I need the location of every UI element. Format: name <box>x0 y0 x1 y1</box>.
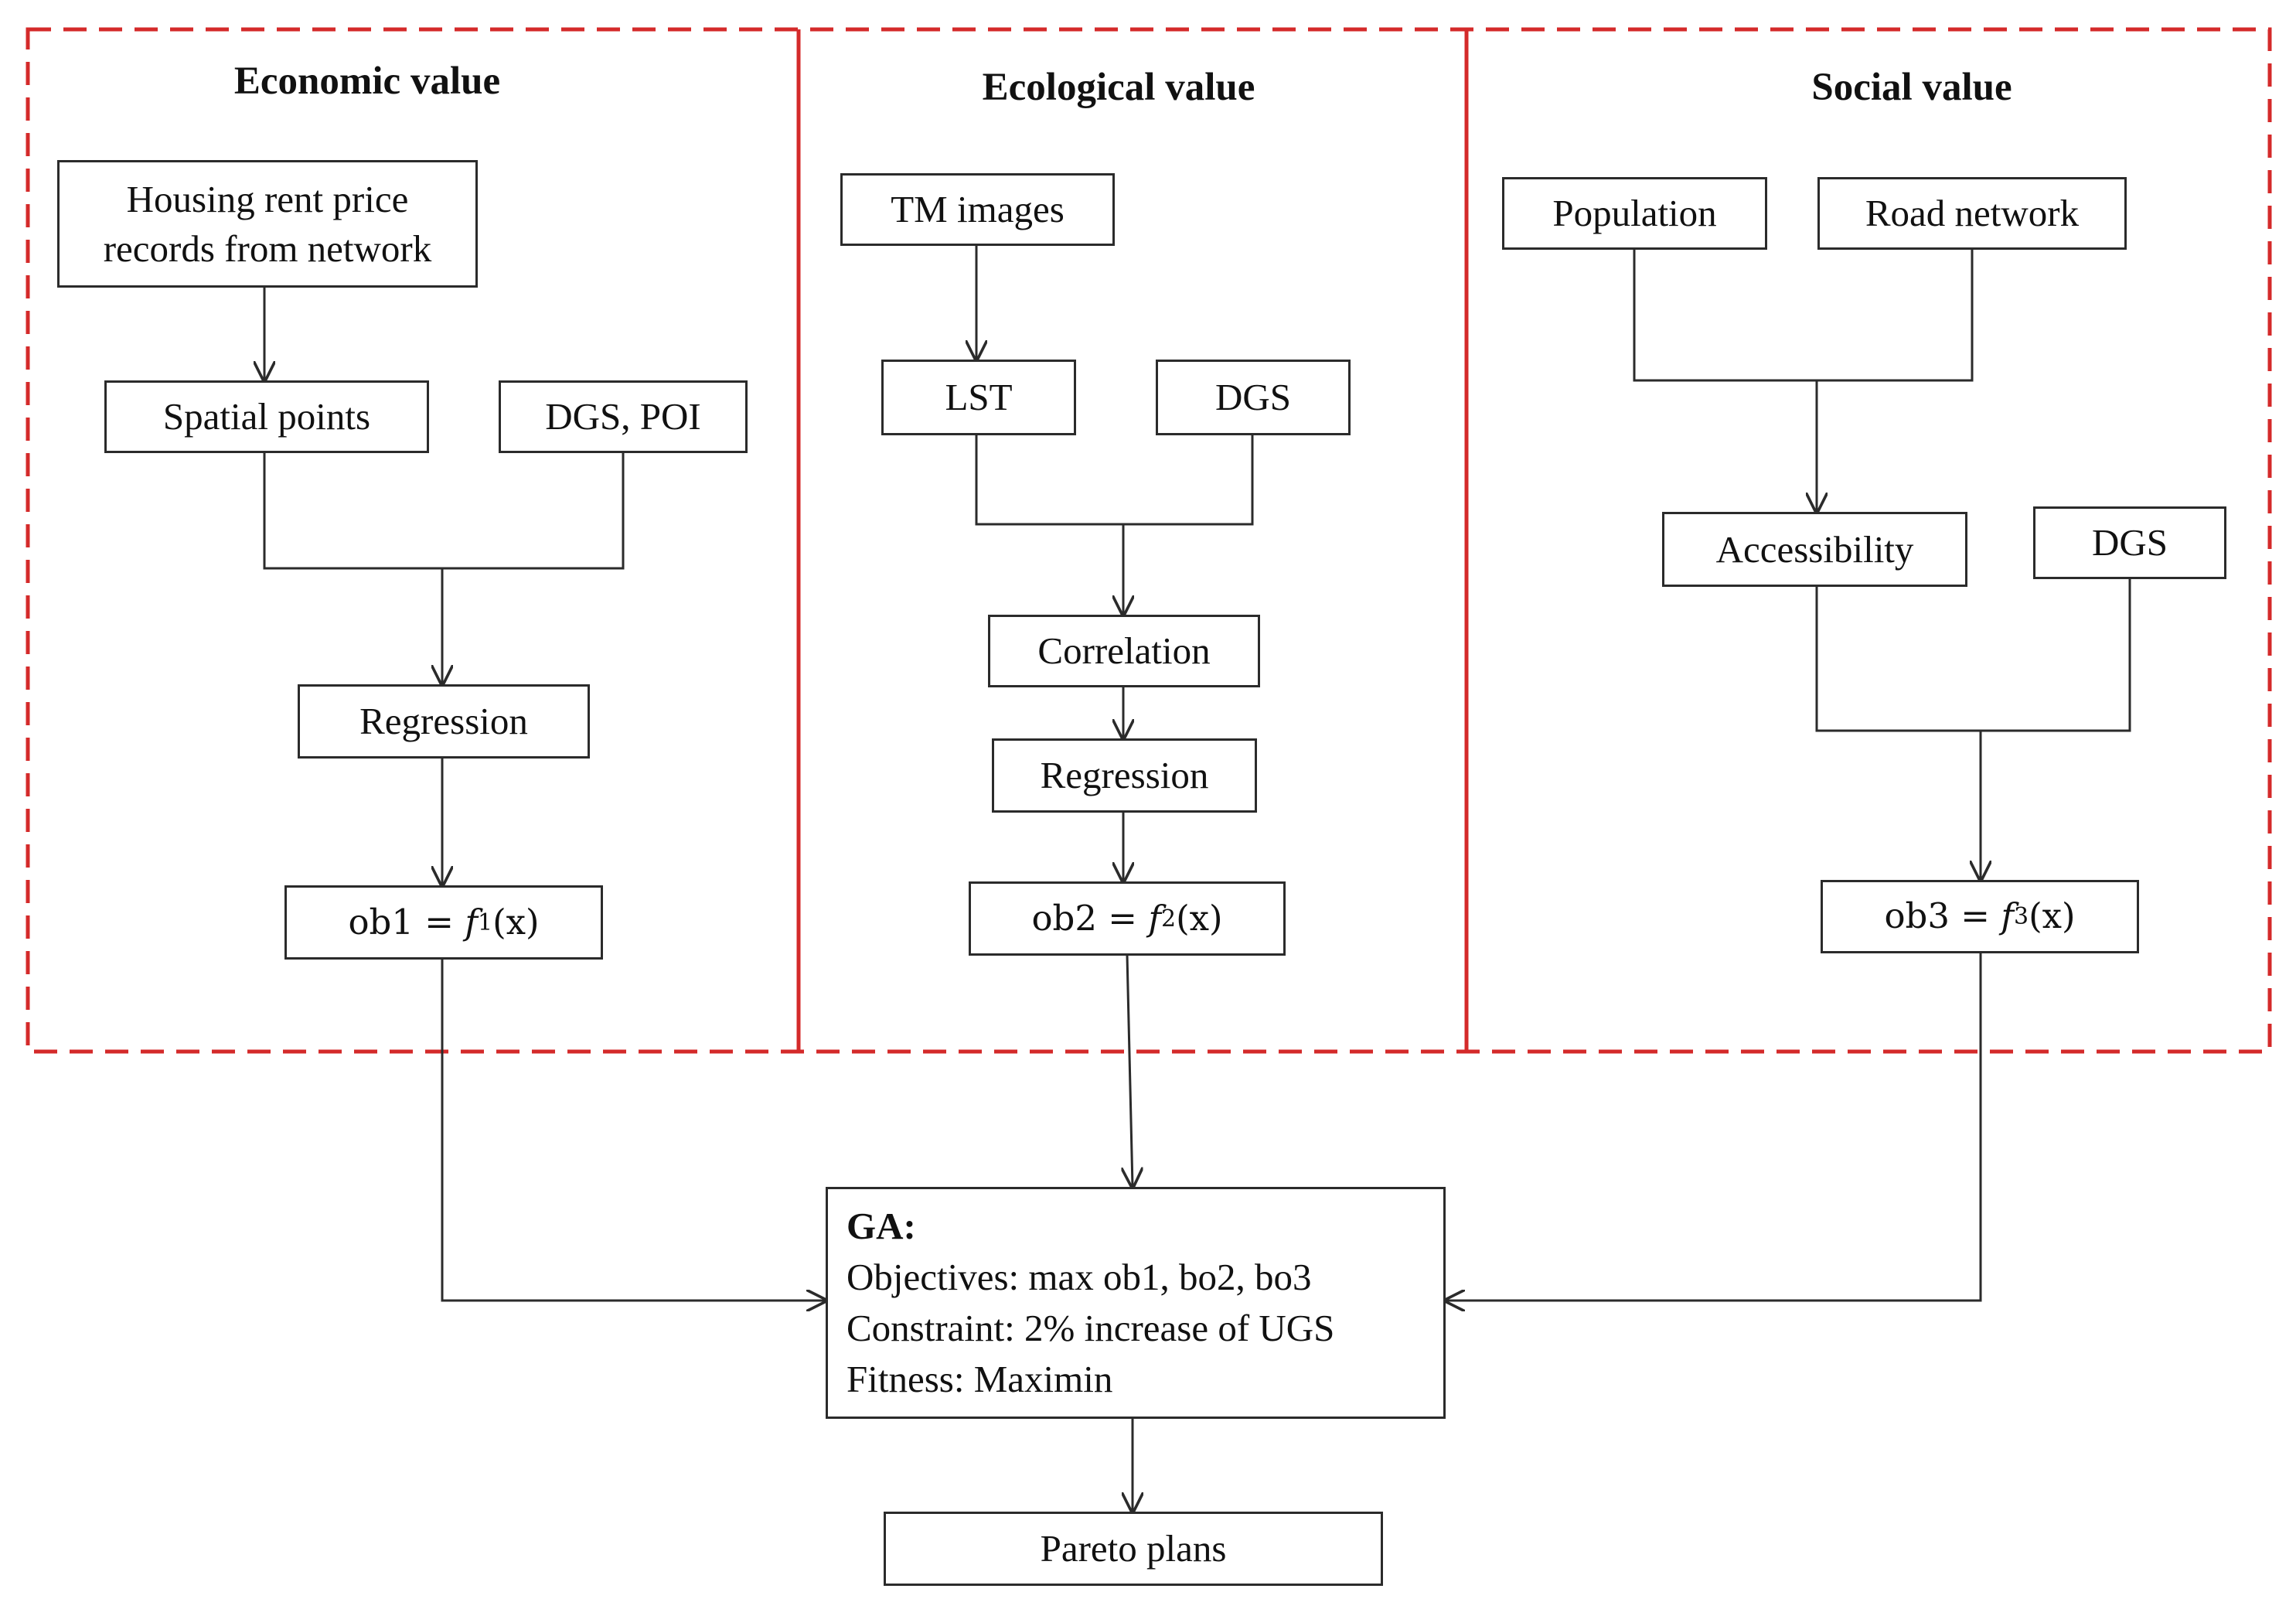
ga-objectives: Objectives: max ob1, bo2, bo3 <box>847 1255 1312 1298</box>
ob1-lhs: ob1 <box>348 901 414 943</box>
outer-dashed-frame <box>26 27 2272 1054</box>
join-spatial-dgs-poi <box>263 452 625 570</box>
ob2-subscript: 2 <box>1160 905 1177 932</box>
node-road-network: Road network <box>1817 177 2127 250</box>
node-correlation: Correlation <box>988 615 1260 687</box>
ob2-arg: (x) <box>1176 897 1223 939</box>
ga-fitness: Fitness: Maximin <box>847 1358 1113 1401</box>
ob3-lhs: ob3 <box>1884 895 1950 937</box>
housing-line-1: Housing rent price <box>126 177 409 220</box>
ob3-subscript: 3 <box>2013 903 2029 930</box>
node-genetic-algorithm: GA: Objectives: max ob1, bo2, bo3 Constr… <box>826 1187 1446 1419</box>
ob2-eq: = <box>1108 897 1137 939</box>
ob3-eq: = <box>1960 895 1990 937</box>
ob2-function: f <box>1148 897 1161 939</box>
node-population: Population <box>1502 177 1767 250</box>
arrow-ob1-to-ga <box>441 959 826 1301</box>
node-housing-rent-records: Housing rent price records from network <box>57 160 478 288</box>
join-accessibility-dgs <box>1815 578 2131 732</box>
arrow-ob3-to-ga <box>1446 953 1982 1301</box>
heading-economic: Economic value <box>233 60 501 103</box>
node-pareto-plans: Pareto plans <box>884 1512 1383 1586</box>
heading-social: Social value <box>1811 66 2012 109</box>
housing-line-2: records from network <box>103 227 432 270</box>
ga-title: GA: <box>847 1204 916 1247</box>
node-spatial-points: Spatial points <box>104 380 429 453</box>
node-economic-regression: Regression <box>298 684 590 759</box>
node-dgs-poi: DGS, POI <box>499 380 748 453</box>
heading-ecological: Ecological value <box>982 66 1255 109</box>
ob3-function: f <box>2001 895 2014 937</box>
node-ecological-dgs: DGS <box>1156 360 1351 435</box>
node-social-dgs: DGS <box>2033 506 2226 579</box>
node-tm-images: TM images <box>840 173 1115 246</box>
node-ecological-regression: Regression <box>992 738 1257 813</box>
ob1-eq: = <box>424 901 454 943</box>
node-lst: LST <box>881 360 1076 435</box>
ob1-subscript: 1 <box>477 909 493 936</box>
ob3-arg: (x) <box>2029 895 2076 937</box>
ob2-lhs: ob2 <box>1031 897 1097 939</box>
join-lst-dgs <box>975 435 1254 526</box>
ob1-function: f <box>465 901 478 943</box>
arrow-ob2-to-ga <box>1127 954 1133 1187</box>
ga-constraint: Constraint: 2% increase of UGS <box>847 1307 1335 1349</box>
node-accessibility: Accessibility <box>1662 512 1967 587</box>
join-population-road <box>1633 249 1974 382</box>
ob1-arg: (x) <box>492 901 540 943</box>
